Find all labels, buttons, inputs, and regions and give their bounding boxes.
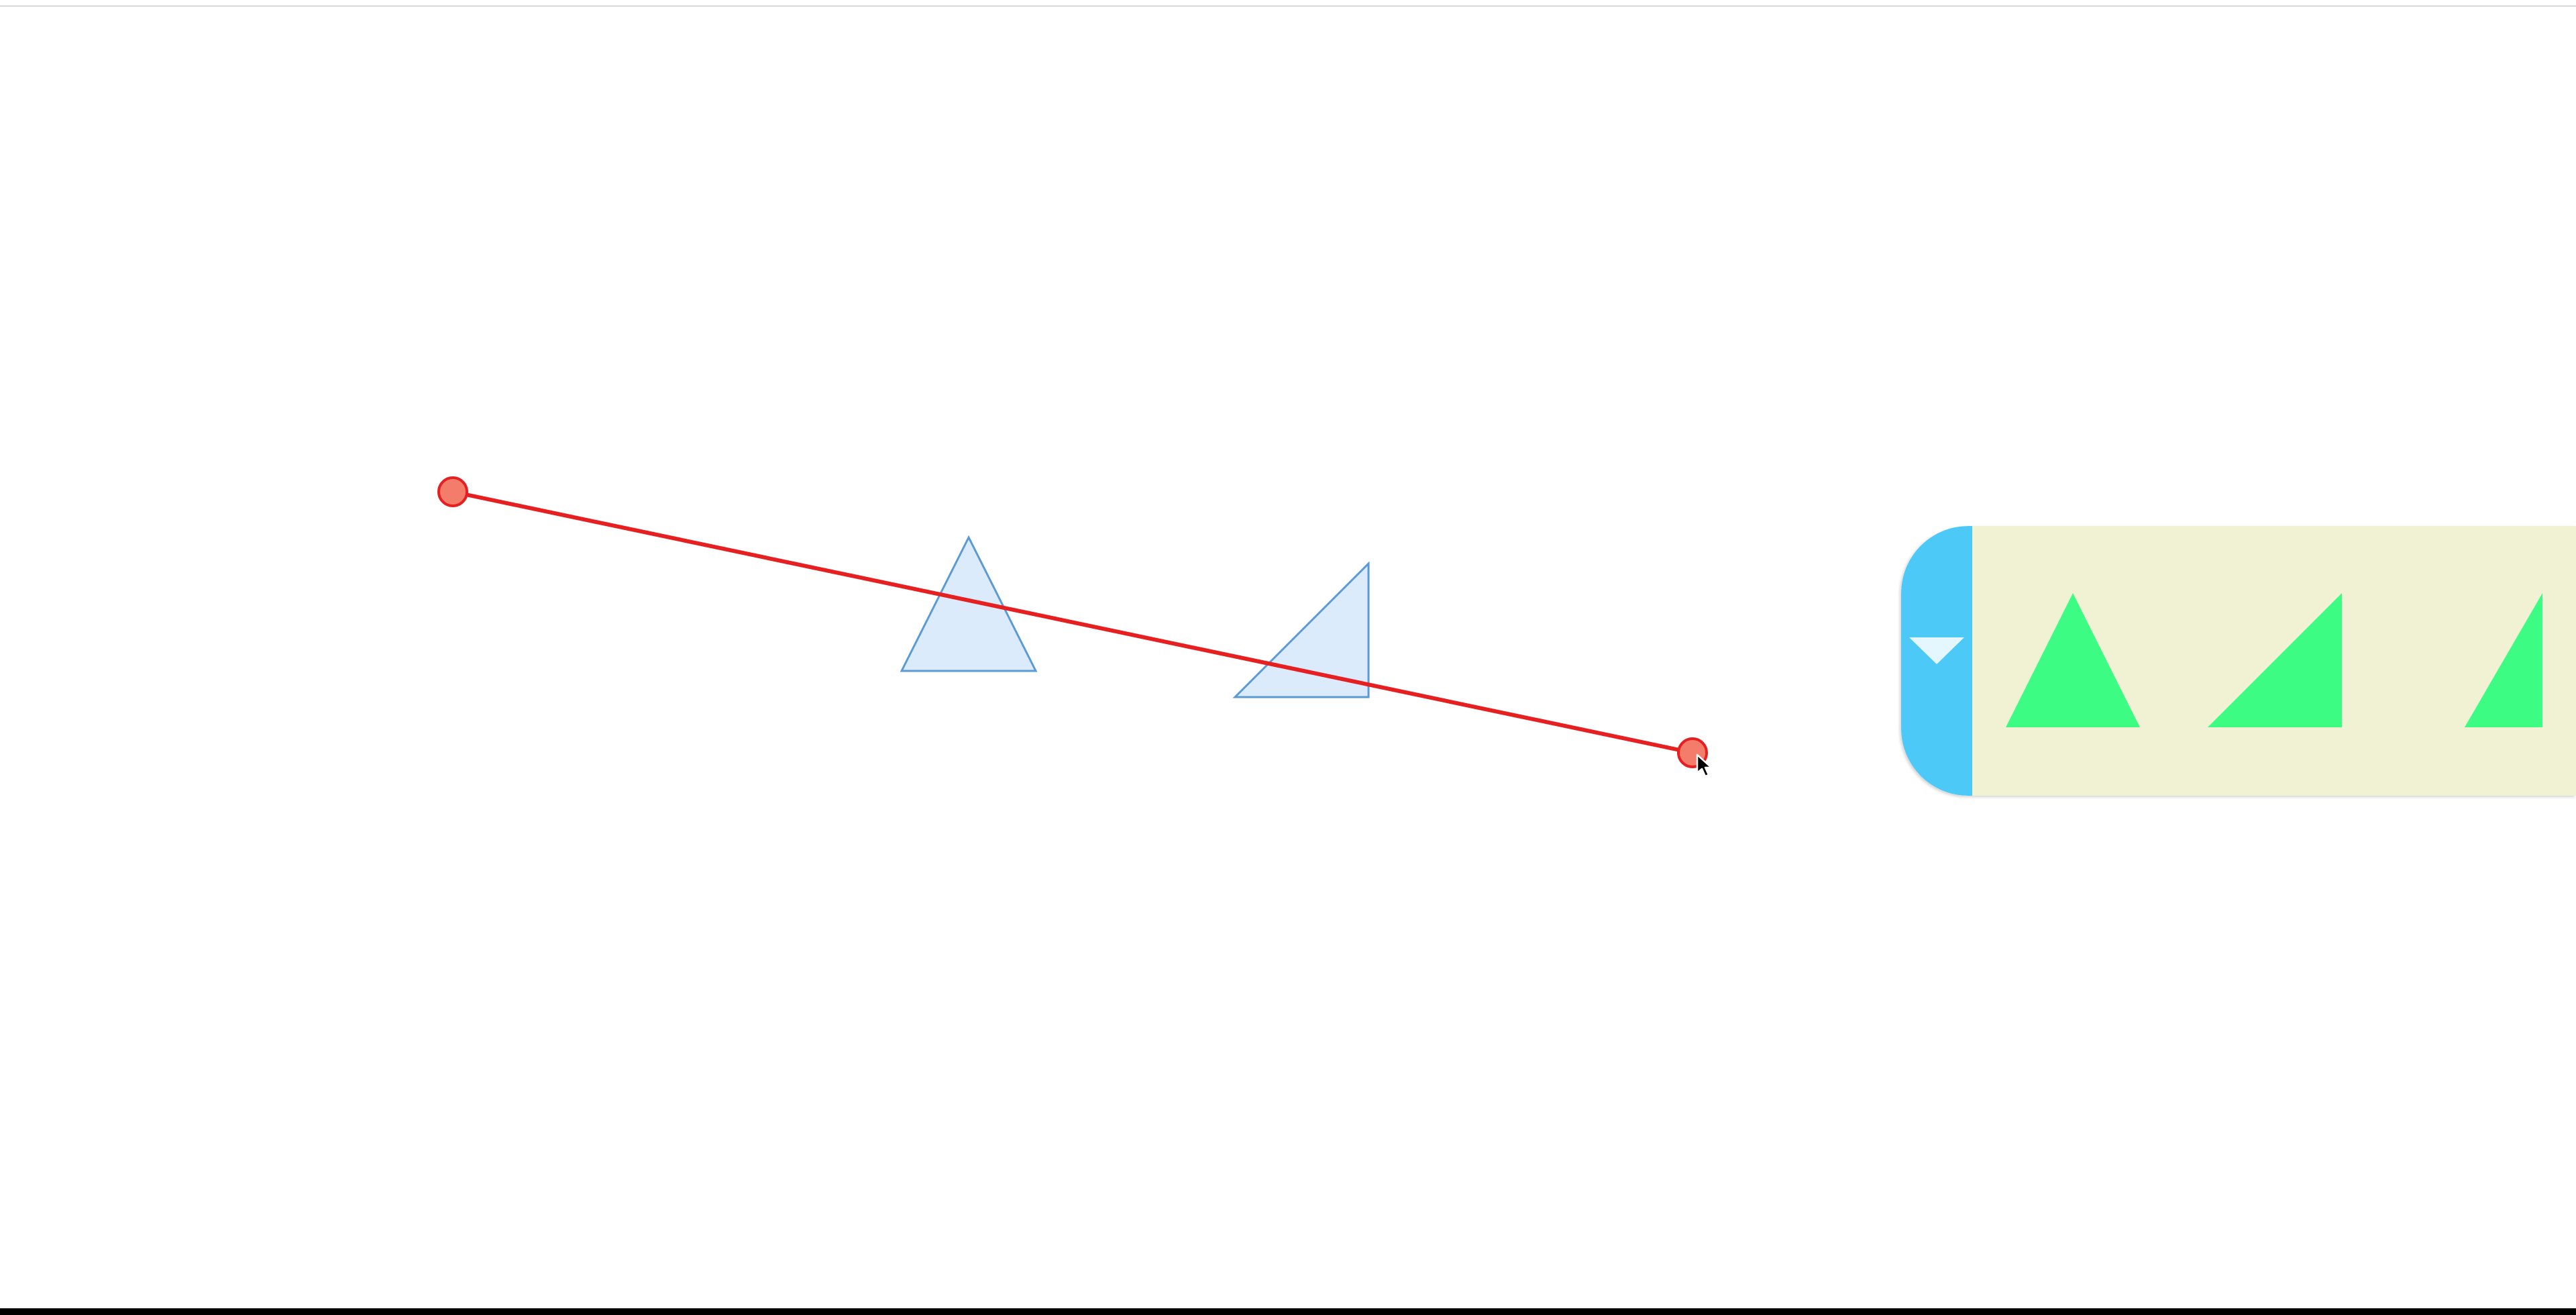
isosceles-triangle-icon[interactable]: [2006, 593, 2140, 727]
half-triangle-icon[interactable]: [2465, 593, 2545, 727]
palette-toggle-button[interactable]: [1901, 526, 1972, 796]
right-triangle-icon[interactable]: [2208, 593, 2342, 727]
top-divider: [0, 5, 2576, 7]
shape-palette: [1901, 526, 2576, 796]
bottom-edge: [0, 1308, 2576, 1315]
segment-endpoint-start[interactable]: [437, 476, 468, 507]
placed-right-triangle[interactable]: [1232, 561, 1370, 698]
line-segment[interactable]: [451, 490, 1695, 755]
placed-isosceles-triangle[interactable]: [900, 535, 1038, 672]
mouse-cursor-icon: [1696, 753, 1713, 778]
chevron-down-icon: [1909, 637, 1964, 664]
palette-tray: [1972, 526, 2576, 796]
